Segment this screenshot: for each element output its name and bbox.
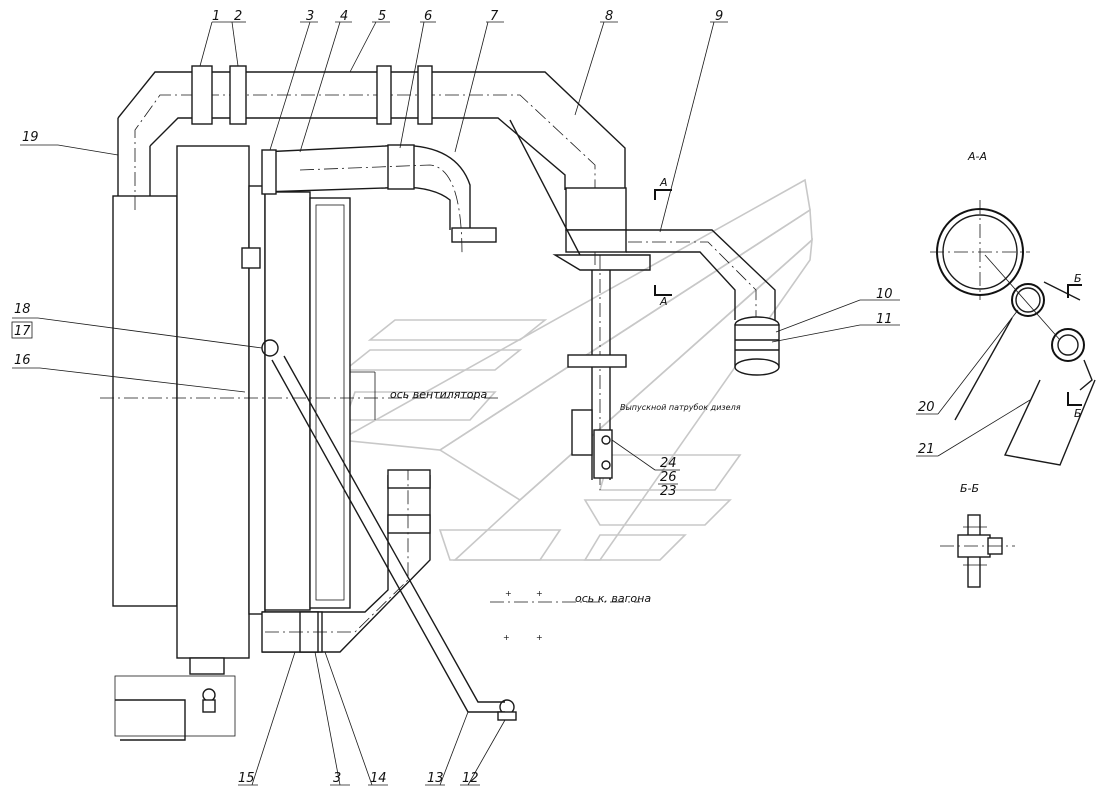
callout-4: 4 <box>340 9 348 24</box>
callout-8: 8 <box>605 9 613 24</box>
callout-23: 23 <box>660 484 677 499</box>
callout-24: 24 <box>660 456 677 471</box>
callout-26: 26 <box>660 470 677 485</box>
svg-text:+: + <box>503 633 510 642</box>
callout-3-bottom: 3 <box>333 771 341 786</box>
callout-15: 15 <box>238 771 255 786</box>
chassis-axis-label: ось к. вагона <box>575 592 651 605</box>
callout-3-top: 3 <box>306 9 314 24</box>
cut-markers: А А <box>654 176 672 308</box>
axis-lines: + + + + ось вентилятора Выпускной патруб… <box>100 371 741 642</box>
svg-text:+: + <box>536 633 543 642</box>
callout-14: 14 <box>370 771 387 786</box>
callout-2: 2 <box>234 9 242 24</box>
callout-5: 5 <box>378 9 386 24</box>
callout-1: 1 <box>212 9 220 24</box>
callout-17: 17 <box>14 324 31 339</box>
svg-text:+: + <box>536 589 543 598</box>
lower-pipe <box>261 469 431 653</box>
callout-10: 10 <box>876 287 893 302</box>
callout-11: 11 <box>876 312 893 327</box>
callout-16: 16 <box>14 353 31 368</box>
cut-b-bottom-label: Б <box>1074 407 1082 420</box>
callout-9: 9 <box>715 9 723 24</box>
cut-a-top-label: А <box>659 176 668 189</box>
upper-pipe <box>117 65 627 265</box>
section-bb-title: Б-Б <box>960 482 979 495</box>
callout-18: 18 <box>14 302 31 317</box>
section-aa-title: А-А <box>967 150 987 163</box>
callout-13: 13 <box>427 771 444 786</box>
callout-7: 7 <box>490 9 499 24</box>
section-bb: Б-Б <box>940 482 1015 588</box>
cut-a-bottom-label: А <box>659 295 668 308</box>
section-aa: А-А Б Б 20 21 <box>916 150 1096 466</box>
cut-b-top-label: Б <box>1074 272 1082 285</box>
callouts: 1 2 3 4 5 6 7 8 9 10 11 19 18 17 16 15 3… <box>11 9 900 786</box>
callout-19: 19 <box>22 130 39 145</box>
svg-text:+: + <box>505 589 512 598</box>
watermark-logo <box>337 178 814 561</box>
radiator-assembly <box>112 145 351 741</box>
fan-axis-label: ось вентилятора <box>390 388 488 401</box>
exhaust-pipe-label: Выпускной патрубок дизеля <box>620 403 741 412</box>
hose-elbow <box>261 144 497 256</box>
callout-20: 20 <box>918 400 935 415</box>
callout-12: 12 <box>462 771 479 786</box>
callout-6: 6 <box>424 9 432 24</box>
exhaust-branch <box>552 229 780 490</box>
callout-21: 21 <box>918 442 935 457</box>
